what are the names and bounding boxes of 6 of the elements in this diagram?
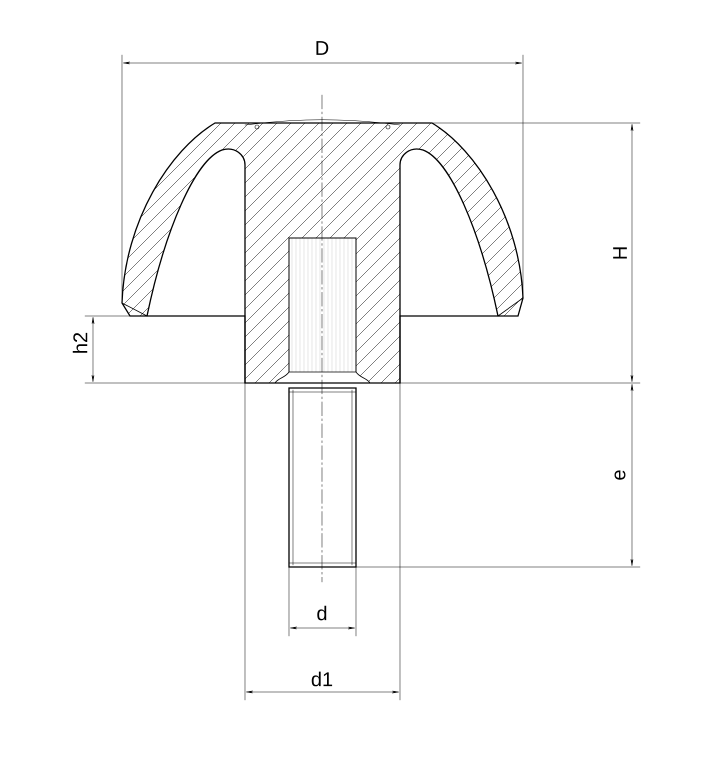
dimension-label: D — [316, 41, 328, 55]
dimension-label: H — [613, 247, 627, 259]
dimension-label: d — [317, 606, 326, 620]
dimension-label: d1 — [312, 672, 332, 686]
dimension-label: e — [614, 470, 626, 480]
dimension-label: h2 — [72, 332, 88, 353]
